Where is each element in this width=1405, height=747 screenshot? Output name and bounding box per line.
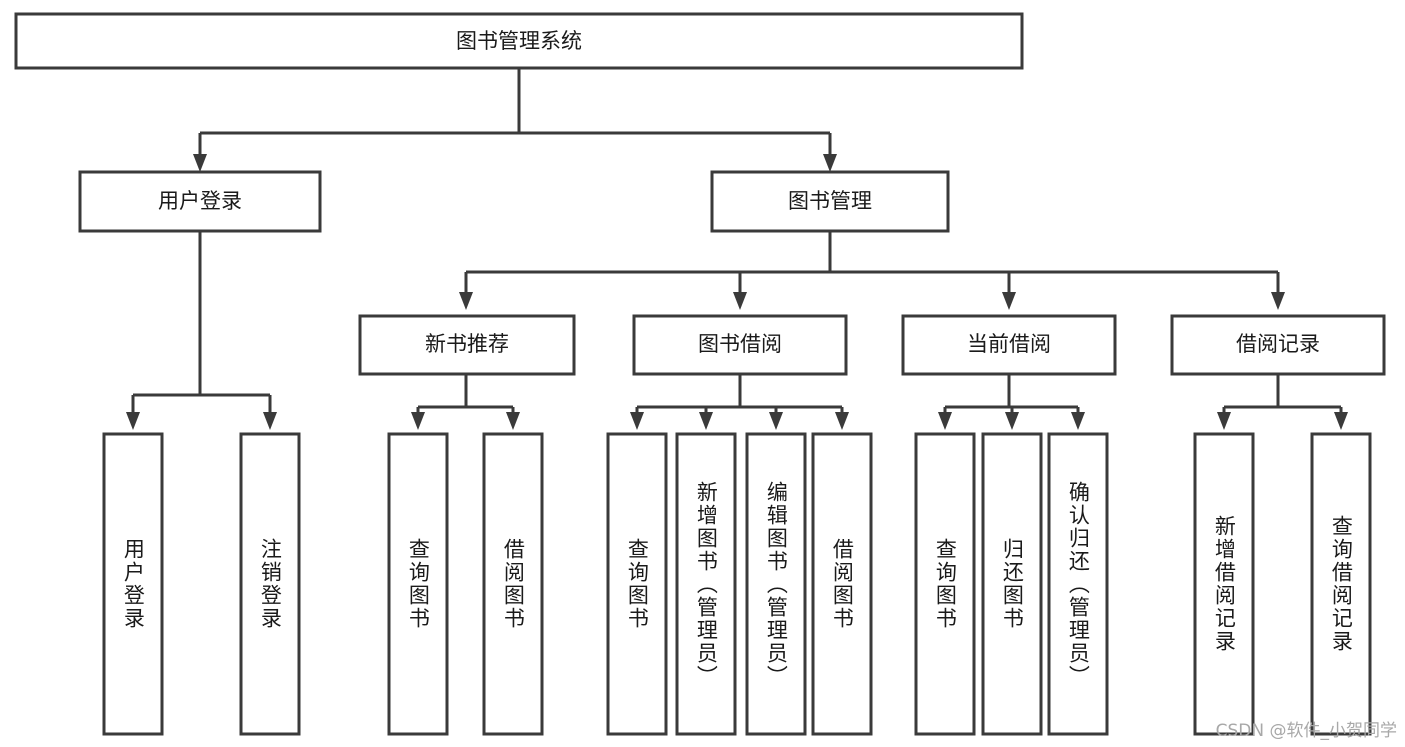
connector-group-book-borrow — [630, 374, 849, 430]
arrowhead-bb-add-book — [699, 412, 713, 430]
csdn-watermark: CSDN @软件_小贺同学 — [1215, 721, 1397, 741]
arrowhead-bb-edit-book — [769, 412, 783, 430]
arrowhead-new-book-recommend — [459, 292, 473, 310]
arrowhead-br-query-record — [1334, 412, 1348, 430]
node-book-borrow-label: 图书借阅 — [698, 332, 782, 356]
arrowhead-borrow-record — [1271, 292, 1285, 310]
node-book-management-label: 图书管理 — [788, 189, 872, 213]
arrowhead-bb-query-book — [630, 412, 644, 430]
leaf-box-nbr-query-book[interactable] — [387, 432, 449, 736]
arrowhead-cb-return-book — [1005, 412, 1019, 430]
node-new-book-recommend-label: 新书推荐 — [425, 332, 509, 356]
arrowhead-book-borrow — [733, 292, 747, 310]
arrowhead-cb-confirm-return — [1071, 412, 1085, 430]
leaf-box-cb-confirm-return[interactable] — [1047, 432, 1109, 736]
node-user-login[interactable] — [78, 170, 322, 233]
node-book-management[interactable] — [710, 170, 950, 233]
connector-group-book-mgmt — [459, 231, 1285, 310]
arrowhead-cb-query-book — [938, 412, 952, 430]
arrowhead-user-login — [193, 154, 207, 172]
node-borrow-record-label: 借阅记录 — [1236, 332, 1320, 356]
arrowhead-leaf-logout — [263, 412, 277, 430]
leaf-box-cb-query-book[interactable] — [914, 432, 976, 736]
node-borrow-record[interactable] — [1170, 314, 1386, 376]
leaf-box-bb-borrow-book[interactable] — [811, 432, 873, 736]
connector-group-current-borrow — [938, 374, 1085, 430]
node-current-borrow[interactable] — [901, 314, 1117, 376]
leaf-box-cb-return-book[interactable] — [981, 432, 1043, 736]
arrowhead-current-borrow — [1002, 292, 1016, 310]
leaf-box-bb-edit-book[interactable] — [745, 432, 807, 736]
node-root-label: 图书管理系统 — [456, 29, 582, 53]
leaf-box-nbr-borrow-book[interactable] — [482, 432, 544, 736]
node-user-login-label: 用户登录 — [158, 189, 242, 213]
arrowhead-leaf-user-login — [126, 412, 140, 430]
leaf-box-logout[interactable] — [239, 432, 301, 736]
arrowhead-br-add-record — [1217, 412, 1231, 430]
arrowhead-book-mgmt — [823, 154, 837, 172]
leaf-box-user-login[interactable] — [102, 432, 164, 736]
arrowhead-nbr-query-book — [411, 412, 425, 430]
arrowhead-bb-borrow-book — [835, 412, 849, 430]
leaf-box-br-add-record[interactable] — [1193, 432, 1255, 736]
connector-group-new-book-recommend — [411, 374, 520, 430]
connector-group-root — [193, 68, 837, 172]
node-root-book-management-system[interactable] — [14, 12, 1024, 70]
node-new-book-recommend[interactable] — [358, 314, 576, 376]
leaf-box-bb-query-book[interactable] — [606, 432, 668, 736]
node-book-borrow[interactable] — [632, 314, 848, 376]
connector-group-user-login — [126, 231, 277, 430]
node-current-borrow-label: 当前借阅 — [967, 332, 1051, 356]
leaf-box-bb-add-book[interactable] — [675, 432, 737, 736]
arrowhead-nbr-borrow-book — [506, 412, 520, 430]
connector-group-borrow-record — [1217, 374, 1348, 430]
leaf-box-br-query-record[interactable] — [1310, 432, 1372, 736]
